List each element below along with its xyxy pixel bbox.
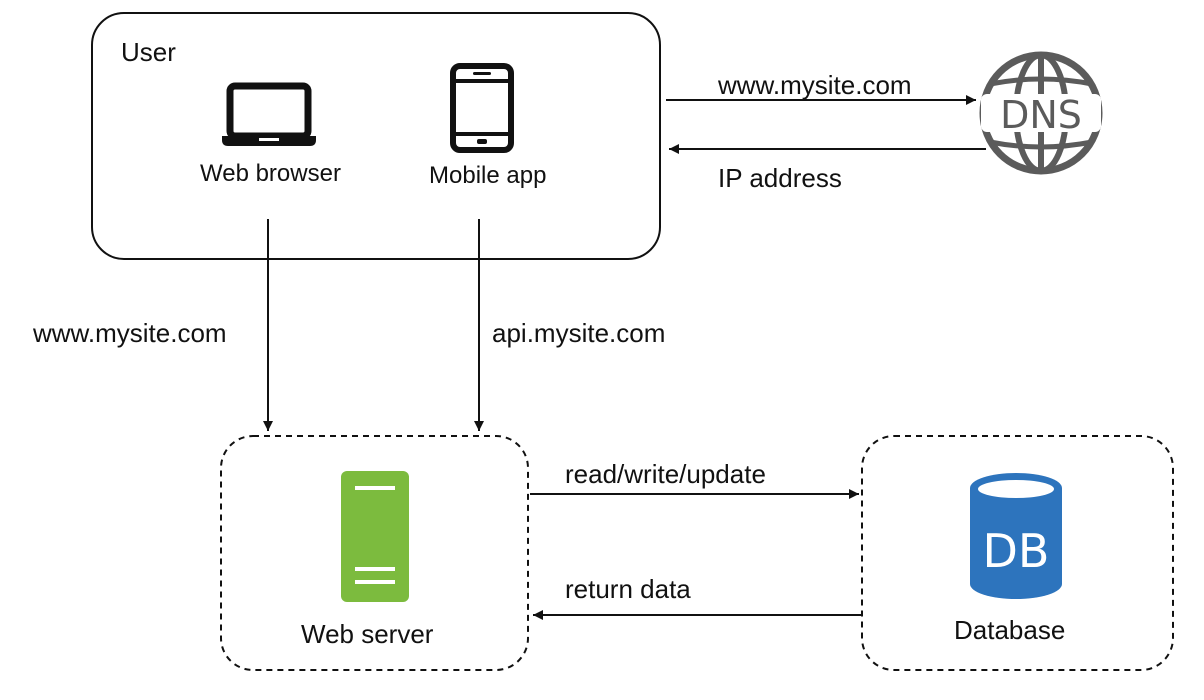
web-browser-label: Web browser (200, 160, 341, 187)
laptop-icon (222, 82, 316, 146)
server-icon (341, 471, 409, 602)
dns-globe-icon (979, 51, 1103, 175)
web-server-box (220, 435, 529, 671)
database-box (861, 435, 1174, 671)
mobile-app-label: Mobile app (429, 162, 547, 189)
db-request-label: read/write/update (565, 459, 766, 489)
database-icon-text: DB (982, 524, 1050, 578)
db-response-label: return data (565, 574, 691, 604)
user-group-title: User (121, 37, 176, 67)
web-request-label: www.mysite.com (33, 318, 227, 348)
dns-request-label: www.mysite.com (718, 70, 912, 100)
user-group-box (91, 12, 661, 260)
dns-response-label: IP address (718, 163, 842, 193)
database-icon (970, 473, 1062, 599)
api-request-label: api.mysite.com (492, 318, 666, 348)
database-label: Database (954, 615, 1066, 645)
dns-icon-text: DNS (1000, 93, 1082, 137)
mobile-phone-icon (450, 63, 514, 153)
web-server-label: Web server (301, 619, 434, 649)
